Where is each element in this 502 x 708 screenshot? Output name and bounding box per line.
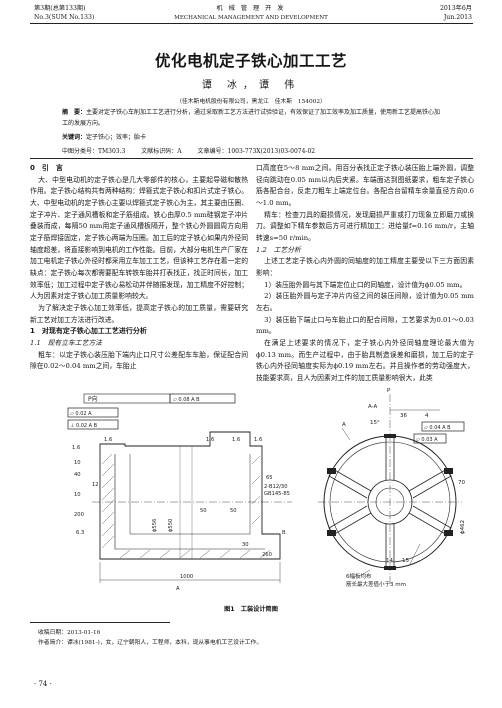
footnote-rule xyxy=(30,622,170,623)
abstract-label: 摘 要： xyxy=(62,109,87,116)
body-column-left: 0 引 言大、中型电动机的定子铁心是几大零部件的核心，主要起导磁和散热作用。定子… xyxy=(30,163,248,373)
issue-date-cn: 2013年6月 xyxy=(439,5,472,12)
body-paragraph: 上述工艺定子铁心内外圆的同轴度的加工精度主要受以下三方面因素影响： xyxy=(256,257,474,277)
issue-number-cn: 第3期(总第133期) xyxy=(34,5,86,12)
note-rib-difference: 筋长最大差值小于3 mm xyxy=(346,580,406,588)
dim-200: 200 xyxy=(74,512,84,518)
body-paragraph: 大、中型电动机的定子铁心是几大零部件的核心，主要起导磁和散热作用。定子铁心结构共… xyxy=(30,175,248,301)
dim-d462: ϕ462 xyxy=(460,520,466,534)
body-paragraph: 3）装压胎下端止口与车胎止口的配合间隙，工艺要求为0.01～0.03 mm。 xyxy=(256,315,474,336)
journal-name-en: MECHANICAL MANAGEMENT AND DEVELOPMENT xyxy=(174,15,328,21)
perpendicularity-tolerance: ⊥ 0.02 A B xyxy=(70,423,98,429)
flatness-tolerance-d: ⏥ 0.03 A xyxy=(416,437,438,443)
subsection-heading: 1.1 现有立车工艺方法 xyxy=(30,338,102,347)
page-number: · 74 · xyxy=(34,680,52,688)
flatness-tolerance-b: ⏥ 0.08 A B xyxy=(173,397,200,403)
clc-number: 中图分类号：TM303.3 xyxy=(62,148,126,155)
spec-b12: 2-B12/30 xyxy=(264,484,288,490)
dim-70: 70 xyxy=(458,480,465,486)
subsection-heading: 1.2 工艺分析 xyxy=(256,245,301,254)
section-heading: 0 引 言 xyxy=(30,164,63,172)
dim-30: 30 xyxy=(242,542,249,548)
author-bio: 作者简介：谭冰(1981-)，女，辽宁朝阳人，工程师，本科，现从事电机工艺设计工… xyxy=(38,640,263,646)
p-view-label: P向 xyxy=(88,395,98,403)
abstract-text: 主要对定子铁心车削加工工艺进行分析，通过采取新工艺方法进行试验验证，有效保证了加… xyxy=(62,109,441,127)
roughness-4: 1.6 xyxy=(232,437,240,443)
body-paragraph: 粗车：以定子铁心装压胎下端内止口尺寸公差配车车胎，保证配合间隙在0.02～0.0… xyxy=(30,350,248,371)
received-date: 收稿日期：2013-01-16 xyxy=(38,630,101,636)
document-code: 文献标识码：A xyxy=(141,148,182,155)
spec-gb145: GB145-85 xyxy=(264,491,290,497)
dim-50-b: 50 xyxy=(230,508,237,514)
flatness-tolerance-c: ⏥ 0.04 A B xyxy=(424,425,451,431)
author-affiliation: （佳木斯电机股份有限公司，黑龙江 佳木斯 154002） xyxy=(176,99,326,105)
body-paragraph: 2）装压胎外圆与定子冲片内径之间的装压间隙，设计值为0.05 mm左右。 xyxy=(256,292,474,312)
body-paragraph: 口高度在5～8 mm之间。用百分表找正定子铁心装压胎上端外圆，调整径向跳动在0.… xyxy=(256,164,474,207)
roughness-1: 1.6 xyxy=(72,445,80,451)
dim-d550: ϕ550 xyxy=(168,519,174,532)
num-14: 14 xyxy=(386,558,393,564)
flatness-tolerance-a: ⏥ 0.02 A xyxy=(70,411,92,417)
dim-12: 12 xyxy=(92,482,99,488)
body-column-right: 口高度在5～8 mm之间。用百分表找正定子铁心装压胎上端外圆，调整径向跳动在0.… xyxy=(256,163,474,384)
keywords-text: 定子铁心；效率；胎卡 xyxy=(86,134,147,141)
issue-number-en: No.3(SUM No.133) xyxy=(34,14,95,21)
roughness-5: 1.6 xyxy=(254,437,262,443)
figure-caption: 图1 工装设计简图 xyxy=(224,606,278,613)
classification-line: 中图分类号：TM303.3 文献标识码：A 文章编号：1003-773X(201… xyxy=(62,146,329,155)
note-six-plates: 6幅板均布 xyxy=(346,572,372,580)
article-number: 文章编号：1003-773X(2013)03-0074-02 xyxy=(197,148,316,155)
journal-name-cn: 机 械 管 理 开 发 xyxy=(216,5,286,12)
roughness-2: 1.6 xyxy=(104,437,112,443)
body-paragraph: 为了解决定子铁心加工效率低，提高定子铁心的加工质量，需要研究新工艺对加工方法进行… xyxy=(30,303,248,324)
body-paragraph: 在满足上述要求的情况下，定子铁心内外径同轴度理论最大值为ϕ0.13 mm。而生产… xyxy=(256,338,474,382)
header-rule xyxy=(30,23,473,24)
issue-date-en: Jun.2013 xyxy=(443,14,472,21)
section-label: A-A xyxy=(368,404,378,410)
dim-4: 4 xyxy=(425,413,429,419)
abstract-rule xyxy=(30,158,473,159)
section-heading: 1 对现有定子铁心加工工艺进行分析 xyxy=(30,327,147,336)
keywords-label: 关键词： xyxy=(62,134,87,141)
dim-10-b: 10 xyxy=(74,492,81,498)
dim-1000: 1000 xyxy=(180,574,193,580)
dim-50-a: 50 xyxy=(200,508,207,514)
body-paragraph: 1）装压胎外圆与其下端定位止口的同轴度，设计值为ϕ0.05 mm。 xyxy=(264,280,467,289)
fixture-side-view: P向 ⏥ 0.08 A B ⏥ 0.02 A ⊥ 0.02 A B xyxy=(67,393,292,592)
body-paragraph: 精车：检查刀具的磨损情况，发现磨损严重或打刀现象立即磨刀或换刀。调整如下精车参数… xyxy=(256,210,474,242)
dim-40: 40 xyxy=(74,472,81,478)
dim-10-a: 10 xyxy=(74,460,81,466)
dim-65: 65 xyxy=(266,475,273,481)
article-authors: 谭 冰，谭 伟 xyxy=(201,80,301,91)
dim-d556: ϕ556 xyxy=(152,519,158,532)
fixture-design-drawing: P向 ⏥ 0.08 A B ⏥ 0.02 A ⊥ 0.02 A B xyxy=(67,388,466,592)
view-a-label: A xyxy=(342,422,346,428)
dim-6-3: 6.3 xyxy=(76,530,84,536)
roughness-3: 1.6 xyxy=(206,437,214,443)
datum-b: B xyxy=(282,530,286,536)
datum-a-bottom: A xyxy=(176,586,180,592)
keywords: 关键词：定子铁心；效率；胎卡 xyxy=(62,133,444,143)
dim-260: 260 xyxy=(262,552,272,558)
fixture-section-view: P A-A A 15° 36 4 70 ϕ462 14 15 6幅板均布 筋长最… xyxy=(318,388,466,588)
dim-36: 36 xyxy=(400,413,407,419)
num-15: 15 xyxy=(402,558,409,564)
article-title: 优化电机定子铁心加工工艺 xyxy=(154,52,347,70)
angle-15: 15° xyxy=(370,420,380,426)
p-label: P xyxy=(387,388,391,394)
abstract: 摘 要：主要对定子铁心车削加工工艺进行分析，通过采取新工艺方法进行试验验证，有效… xyxy=(62,108,444,129)
